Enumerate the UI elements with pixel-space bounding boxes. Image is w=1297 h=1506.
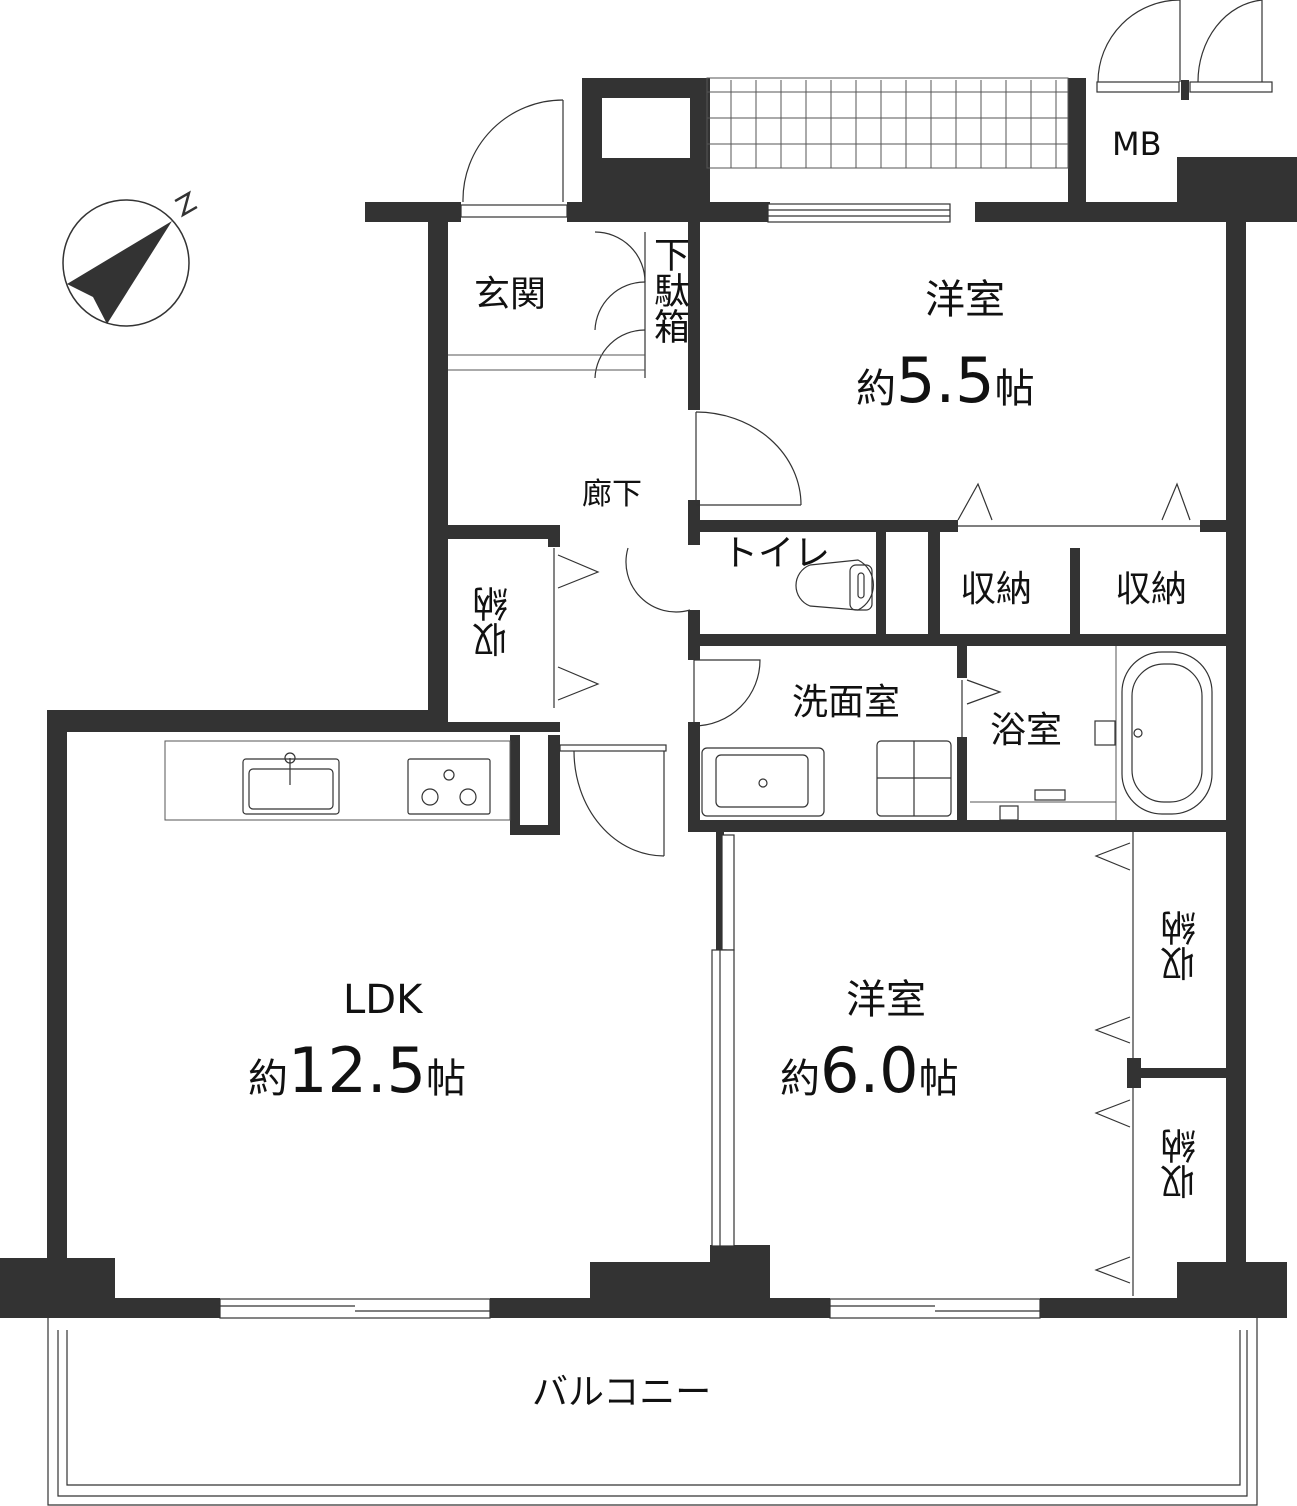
compass-icon xyxy=(62,190,198,327)
room-label-western2: 洋室 xyxy=(846,977,926,1023)
room-label-balcony: バルコニー xyxy=(532,1372,712,1413)
area-value: 5.5 xyxy=(896,344,995,417)
room-label-mb: MB xyxy=(1112,125,1162,163)
room-label-western1: 洋室 xyxy=(925,277,1005,323)
entrance-door xyxy=(460,99,568,218)
door-washroom xyxy=(693,659,761,727)
shoe-cabinet xyxy=(448,231,646,379)
hall-storage xyxy=(553,548,600,708)
mb-doors xyxy=(1096,0,1273,100)
window-ldk xyxy=(219,1298,491,1319)
walls xyxy=(0,78,1297,1318)
sliding-partition xyxy=(711,834,735,1247)
room-label-washroom: 洗面室 xyxy=(792,682,901,723)
door-ldk xyxy=(559,744,667,857)
room-label-w2-storage-top: 収納 xyxy=(1161,910,1202,982)
closet-doors-western1 xyxy=(957,482,1200,527)
room-label-toilet: トイレ xyxy=(722,533,831,574)
porch-tiles xyxy=(706,77,1069,169)
room-label-getabako: 下駄箱 xyxy=(648,236,689,344)
area-prefix: 約 xyxy=(248,1056,288,1102)
room-label-bathroom: 浴室 xyxy=(990,710,1063,751)
toilet-fixture xyxy=(625,547,874,613)
window-western2 xyxy=(829,1298,1041,1319)
area-unit: 帖 xyxy=(426,1056,467,1102)
window-western1 xyxy=(767,203,951,223)
area-unit: 帖 xyxy=(994,366,1035,412)
room-label-w2-storage-bottom: 収納 xyxy=(1161,1128,1202,1200)
room-label-storage-b: 収納 xyxy=(1115,569,1188,610)
area-unit: 帖 xyxy=(918,1056,959,1102)
area-value: 12.5 xyxy=(288,1034,427,1107)
room-label-hallway: 廊下 xyxy=(582,477,642,512)
washroom-fixtures xyxy=(701,740,952,817)
area-value: 6.0 xyxy=(820,1034,919,1107)
door-western1 xyxy=(695,411,802,506)
room-area-western2: 約6.0帖 xyxy=(780,1040,959,1102)
bathtub xyxy=(961,646,1213,821)
room-area-western1: 約5.5帖 xyxy=(856,350,1035,412)
room-label-storage-a: 収納 xyxy=(960,569,1033,610)
room-label-hall-storage: 収納 xyxy=(473,586,514,658)
balcony-rail xyxy=(47,1318,1258,1506)
area-prefix: 約 xyxy=(780,1056,820,1102)
closet-doors-western2 xyxy=(1094,832,1134,1296)
room-area-ldk: 約12.5帖 xyxy=(248,1040,466,1102)
kitchen-counter xyxy=(164,740,511,821)
room-label-ldk: LDK xyxy=(343,977,423,1023)
area-prefix: 約 xyxy=(856,366,896,412)
room-label-genkan: 玄関 xyxy=(474,274,547,315)
